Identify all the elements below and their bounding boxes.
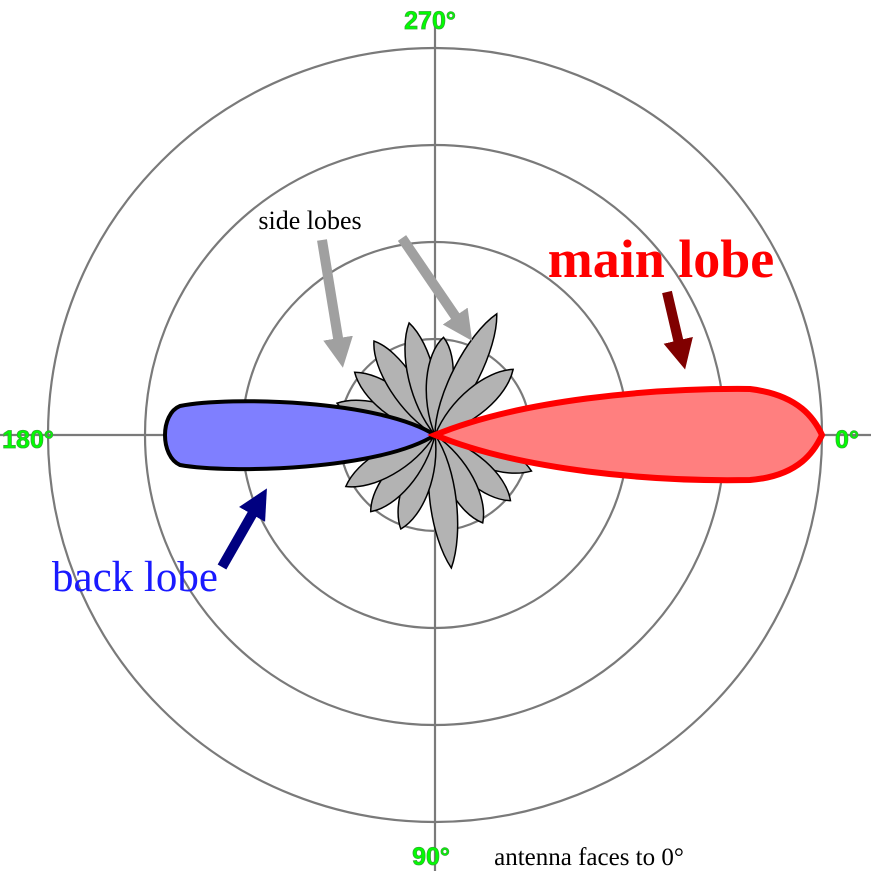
back-lobe-shape: [163, 399, 439, 472]
angle-label-270: 270°: [404, 7, 456, 35]
angle-label-180: 180°: [2, 426, 54, 454]
angle-label-90: 90°: [412, 843, 450, 871]
angle-label-0: 0°: [835, 426, 859, 454]
main-lobe-arrow: [662, 290, 693, 370]
side-lobe-arrow-left: [317, 239, 353, 368]
side-lobe-arrow-right: [397, 235, 473, 341]
back-lobe-arrow: [217, 488, 267, 570]
main-lobe-label: main lobe: [548, 229, 775, 289]
main-lobe-shape: [427, 385, 826, 484]
side-lobes-label: side lobes: [258, 206, 361, 235]
back-lobe-label: back lobe: [52, 554, 218, 601]
orientation-note: antenna faces to 0°: [494, 844, 684, 871]
